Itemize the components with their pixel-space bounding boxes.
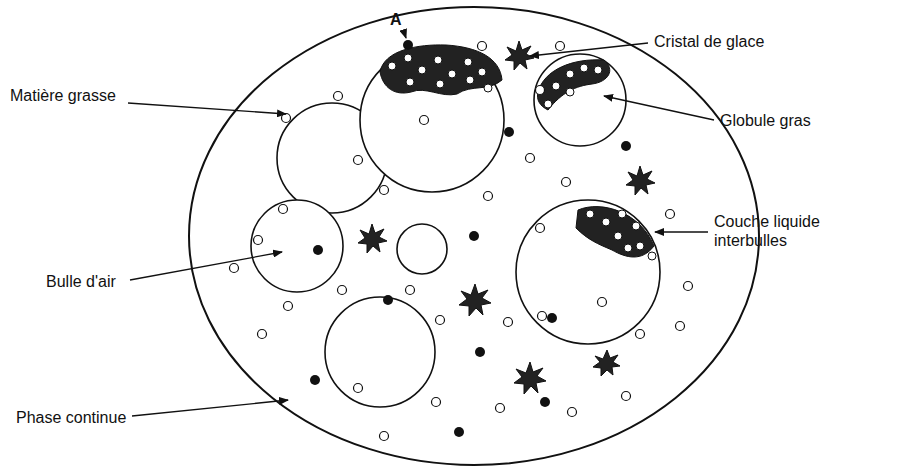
part-label: Matière grasse <box>10 86 116 105</box>
part-label: Cristal de glace <box>654 32 764 51</box>
part-label: Couche liquide interbulles <box>714 212 864 250</box>
part-label: Globule gras <box>720 111 811 130</box>
callout-letter: A <box>390 10 402 29</box>
part-label: Phase continue <box>16 408 126 427</box>
part-label: Bulle d'air <box>46 272 116 291</box>
